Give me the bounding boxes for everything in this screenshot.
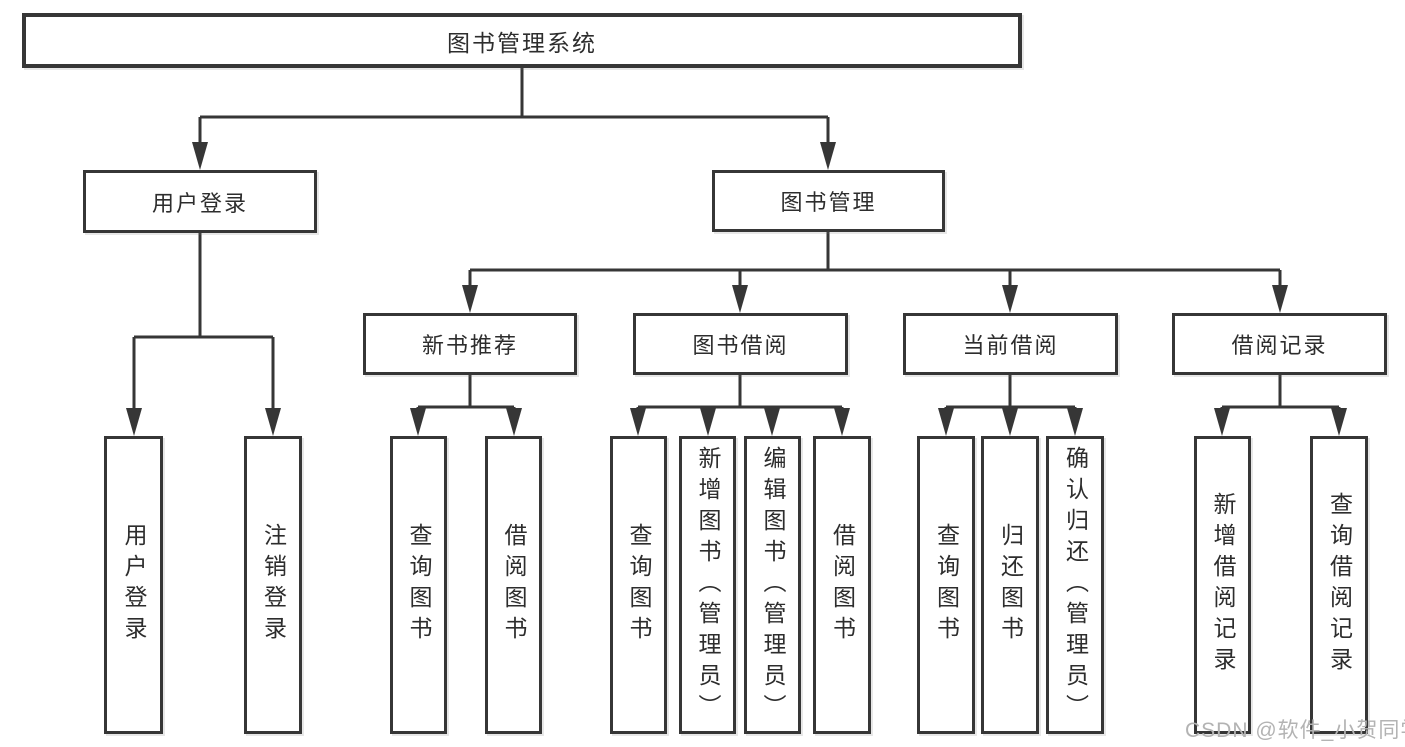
node-book-borrow: 图书借阅 (633, 313, 848, 375)
leaf-add-books-admin: 新增图书（管理员） (679, 436, 736, 734)
leaf-add-borrow-record: 新增借阅记录 (1194, 436, 1251, 734)
leaf-query-books-recommend: 查询图书 (390, 436, 447, 734)
node-current-borrow: 当前借阅 (903, 313, 1118, 375)
leaf-edit-books-admin: 编辑图书（管理员） (744, 436, 801, 734)
node-book-management: 图书管理 (712, 170, 945, 232)
leaf-borrow-books: 借阅图书 (813, 436, 871, 734)
node-new-book-recommend: 新书推荐 (363, 313, 577, 375)
leaf-query-books-current: 查询图书 (917, 436, 975, 734)
leaf-borrow-books-recommend: 借阅图书 (485, 436, 542, 734)
csdn-watermark: CSDN @软件_小贺同学 (1185, 719, 1405, 742)
leaf-user-login: 用户登录 (104, 436, 163, 734)
node-root-library-system: 图书管理系统 (22, 13, 1022, 68)
leaf-query-borrow-record: 查询借阅记录 (1310, 436, 1368, 734)
node-user-login: 用户登录 (83, 170, 317, 233)
leaf-logout: 注销登录 (244, 436, 302, 734)
node-borrow-records: 借阅记录 (1172, 313, 1387, 375)
leaf-return-books: 归还图书 (981, 436, 1039, 734)
leaf-query-books-borrow: 查询图书 (610, 436, 667, 734)
leaf-confirm-return-admin: 确认归还（管理员） (1046, 436, 1104, 734)
